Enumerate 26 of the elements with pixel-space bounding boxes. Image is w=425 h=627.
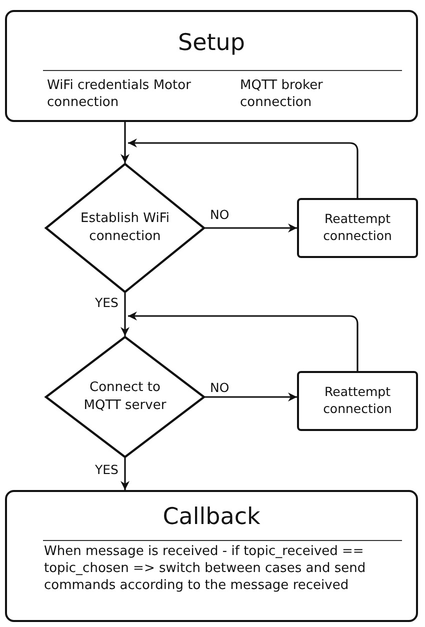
arrow (120, 293, 130, 336)
process-box (297, 198, 418, 258)
arrow (128, 138, 358, 198)
panel-title: Setup (177, 30, 246, 56)
process-box (297, 371, 418, 431)
arrow (128, 312, 358, 371)
edge-label: NO (209, 380, 230, 395)
arrow (120, 458, 130, 490)
callback-panel (5, 490, 418, 622)
panel-text: When message is received - if topic_received == topic_chosen => switch between cases and send commands according to the message received (44, 544, 367, 595)
edge-label: YES (94, 295, 120, 310)
decision-diamond (45, 336, 205, 458)
edge-label: YES (94, 462, 120, 477)
panel-text: WiFi credentials Motor connection (47, 78, 192, 112)
node-label: Connect to MQTT server (82, 379, 168, 415)
node-label: Establish WiFi connection (79, 210, 170, 246)
edge-label: NO (209, 207, 230, 222)
decision-diamond (45, 163, 205, 293)
node-label: Reattempt connection (322, 384, 393, 418)
arrow (205, 224, 297, 232)
panel-text: MQTT broker connection (240, 78, 324, 112)
arrow (120, 122, 130, 163)
arrow (205, 392, 297, 402)
setup-panel (5, 10, 418, 122)
node-label: Reattempt connection (322, 211, 393, 245)
panel-title: Callback (162, 504, 262, 530)
